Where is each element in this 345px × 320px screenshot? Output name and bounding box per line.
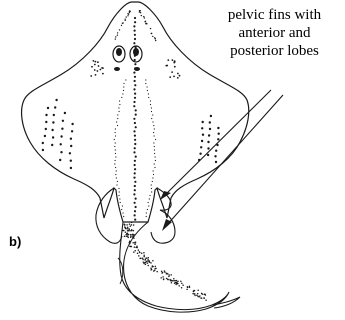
annotation-line-1: pelvic fins with (204, 6, 345, 24)
right-pelvic-fin-posterior-lobe (151, 210, 175, 243)
left-pelvic-fin (96, 188, 122, 243)
tail-stippling (122, 222, 207, 301)
snout-stippling (115, 10, 157, 41)
left-wing-spots (42, 60, 104, 169)
annotation-line-2: anterior and (204, 24, 345, 42)
tail-tip (212, 297, 240, 308)
pelvic-fin-annotation: pelvic fins with anterior and posterior … (204, 6, 345, 60)
eye-left (113, 46, 125, 62)
pointer-arrow-anterior (164, 90, 271, 196)
annotation-line-3: posterior lobes (204, 42, 345, 60)
pointer-arrow-posterior (166, 95, 283, 226)
panel-label: b) (9, 234, 21, 249)
dorsal-midline-thorns (133, 17, 137, 221)
right-wing-spots (165, 59, 219, 163)
